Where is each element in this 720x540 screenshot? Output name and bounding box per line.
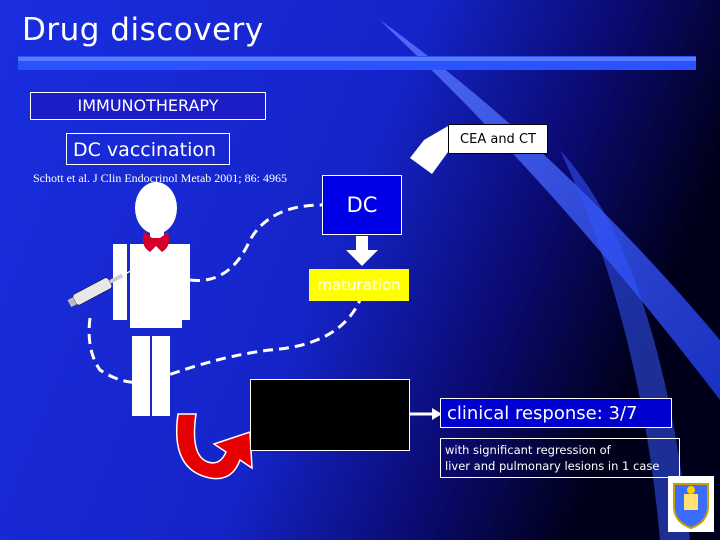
immunotherapy-box: IMMUNOTHERAPY — [30, 92, 266, 120]
dashed-path-from-maturation — [87, 299, 362, 384]
page-title: Drug discovery — [22, 12, 264, 48]
black-box — [250, 379, 410, 451]
person-figure-icon — [113, 182, 190, 416]
crest-logo-icon — [668, 476, 714, 532]
regression-line-2: liver and pulmonary lesions in 1 case — [445, 459, 660, 473]
syringe-icon — [67, 267, 137, 308]
citation-text: Schott et al. J Clin Endocrinol Metab 20… — [33, 171, 287, 185]
curved-arrow-icon — [175, 413, 253, 480]
clinical-response-box: clinical response: 3/7 — [440, 398, 672, 428]
dashed-path-to-dc — [189, 203, 323, 282]
maturation-box: maturation — [309, 269, 409, 301]
block-arrow-icon — [410, 126, 448, 174]
down-arrow-icon — [346, 236, 378, 266]
thyroid-icon — [142, 232, 170, 252]
dc-vaccination-box: DC vaccination — [66, 133, 230, 165]
regression-note-box: with significant regression of liver and… — [440, 438, 680, 478]
dc-box: DC — [322, 175, 402, 235]
regression-line-1: with significant regression of — [445, 443, 611, 457]
cea-ct-box: CEA and CT — [448, 124, 548, 154]
